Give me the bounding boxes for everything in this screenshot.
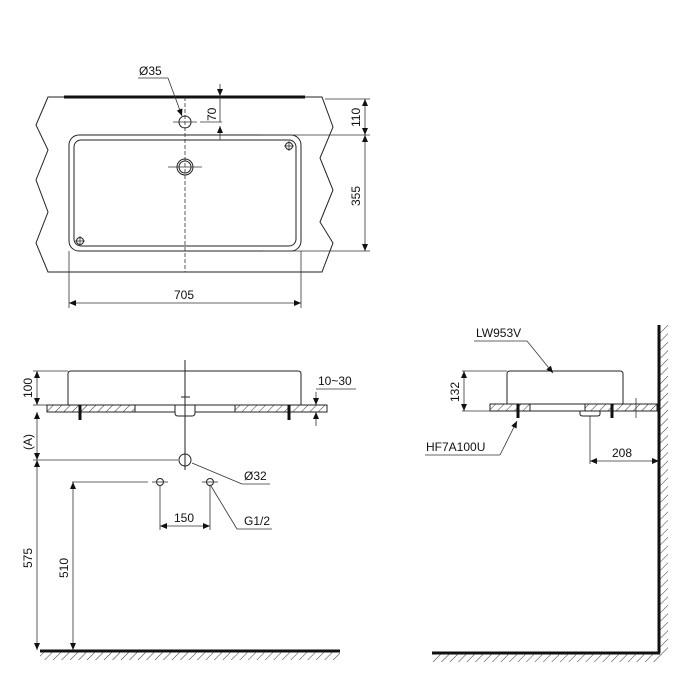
supply-thread: G1/2 bbox=[244, 514, 270, 528]
supply-spacing-dim: 150 bbox=[174, 511, 194, 525]
wall-offset-dim: 208 bbox=[612, 446, 632, 460]
counter-left bbox=[46, 404, 136, 413]
drain-outlet bbox=[178, 453, 192, 467]
edge-to-bowl-dim: 110 bbox=[349, 108, 363, 127]
mount-marker-icon bbox=[75, 236, 85, 246]
side-basin-profile bbox=[506, 370, 624, 404]
side-view: 132 208 LW953V HF7A100U bbox=[425, 325, 668, 662]
drain-height-dim: 575 bbox=[21, 548, 35, 568]
front-view: 100 (A) 10~30 Ø32 150 G1/2 575 510 bbox=[21, 360, 356, 660]
drain-diameter: Ø32 bbox=[244, 469, 267, 483]
counter-thickness-dim: 10~30 bbox=[318, 374, 352, 388]
bowl-width-dim: 705 bbox=[174, 288, 194, 302]
counter-right bbox=[234, 404, 328, 413]
faucet-hole-diameter: Ø35 bbox=[139, 64, 162, 78]
bowl-depth-dim: 355 bbox=[349, 186, 363, 206]
variable-a-dim: (A) bbox=[21, 434, 35, 450]
front-height-dim: 100 bbox=[21, 378, 35, 398]
side-height-dim: 132 bbox=[448, 382, 462, 402]
supply-height-dim: 510 bbox=[57, 558, 71, 578]
basin-model-label: LW953V bbox=[476, 326, 521, 340]
top-view: Ø35 70 110 355 705 bbox=[35, 64, 370, 308]
countertop-outline bbox=[35, 96, 334, 273]
mount-marker-icon bbox=[284, 141, 294, 151]
fitting-model-label: HF7A100U bbox=[426, 440, 485, 454]
hole-offset-dim: 70 bbox=[205, 107, 219, 121]
